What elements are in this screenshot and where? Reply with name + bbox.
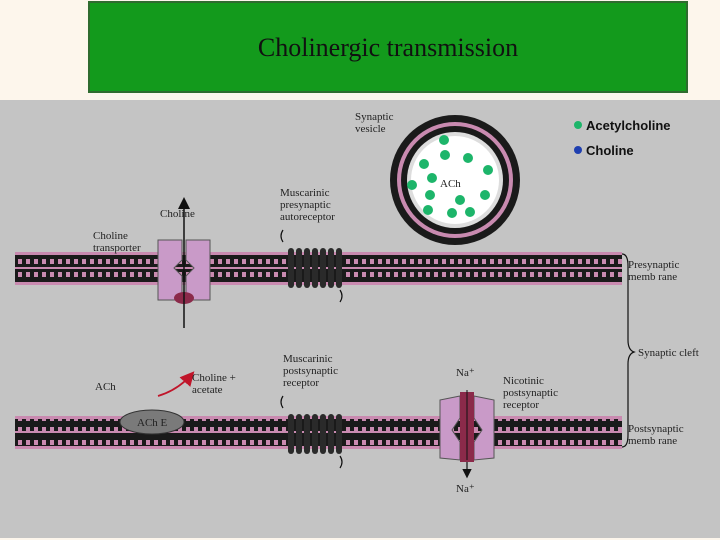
musc-post-label-line1: Muscarinic [283, 353, 333, 365]
nicotinic-label-line1: Nicotinic [503, 375, 544, 387]
transporter-label-line2: transporter [93, 242, 141, 254]
vesicle-label-line2: vesicle [355, 123, 386, 135]
ache-label: ACh E [137, 417, 168, 429]
transporter-label-line1: Choline [93, 230, 128, 242]
presynaptic-membrane [15, 252, 622, 285]
nicotinic-label-line3: receptor [503, 399, 539, 411]
choline-acetate-label-line2: acetate [192, 384, 223, 396]
ache-enzyme: ACh E [119, 409, 185, 435]
vesicle-label-line1: Synaptic [355, 111, 394, 123]
choline-legend-dot [574, 146, 582, 154]
muscarinic-presynaptic-receptor [280, 229, 343, 303]
cleft-bracket [621, 253, 636, 448]
musc-pre-label-line2: presynaptic [280, 199, 331, 211]
choline-out-label: Choline [160, 208, 195, 220]
vesicle-ach-molecules [407, 135, 493, 218]
legend-acetylcholine: Acetylcholine [586, 118, 671, 133]
diagram-panel: Acetylcholine Choline [0, 100, 720, 538]
page-title: Cholinergic transmission [257, 33, 519, 62]
nicotinic-label-line2: postsynaptic [503, 387, 558, 399]
postsynaptic-membrane [15, 416, 622, 449]
choline-transporter [157, 197, 211, 328]
musc-pre-label-line3: autoreceptor [280, 211, 335, 223]
cleft-label: Synaptic cleft [638, 347, 699, 359]
musc-post-label-line2: postsynaptic [283, 365, 338, 377]
legend-choline: Choline [586, 143, 634, 158]
pre-membrane-label-line1: Presynaptic [628, 259, 679, 271]
hydrolysis-arrow [157, 371, 195, 397]
pre-membrane-label-line2: memb rane [628, 271, 677, 283]
cholinergic-diagram: Acetylcholine Choline [15, 111, 699, 495]
ach-cleft-label: ACh [95, 381, 116, 393]
musc-pre-label-line1: Muscarinic [280, 187, 330, 199]
nicotinic-receptor [439, 390, 495, 479]
na-bottom-label: Na⁺ [456, 483, 475, 495]
synaptic-vesicle [390, 115, 520, 245]
title-banner: Cholinergic transmission [88, 1, 688, 93]
musc-post-label-line3: receptor [283, 377, 319, 389]
na-top-label: Na⁺ [456, 367, 475, 379]
choline-acetate-label-line1: Choline + [192, 372, 236, 384]
muscarinic-postsynaptic-receptor [280, 395, 343, 469]
post-membrane-label-line2: memb rane [628, 435, 677, 447]
vesicle-ach-label: ACh [440, 178, 461, 190]
post-membrane-label-line1: Postsynaptic [628, 423, 684, 435]
legend: Acetylcholine Choline [574, 118, 671, 158]
acetylcholine-legend-dot [574, 121, 582, 129]
